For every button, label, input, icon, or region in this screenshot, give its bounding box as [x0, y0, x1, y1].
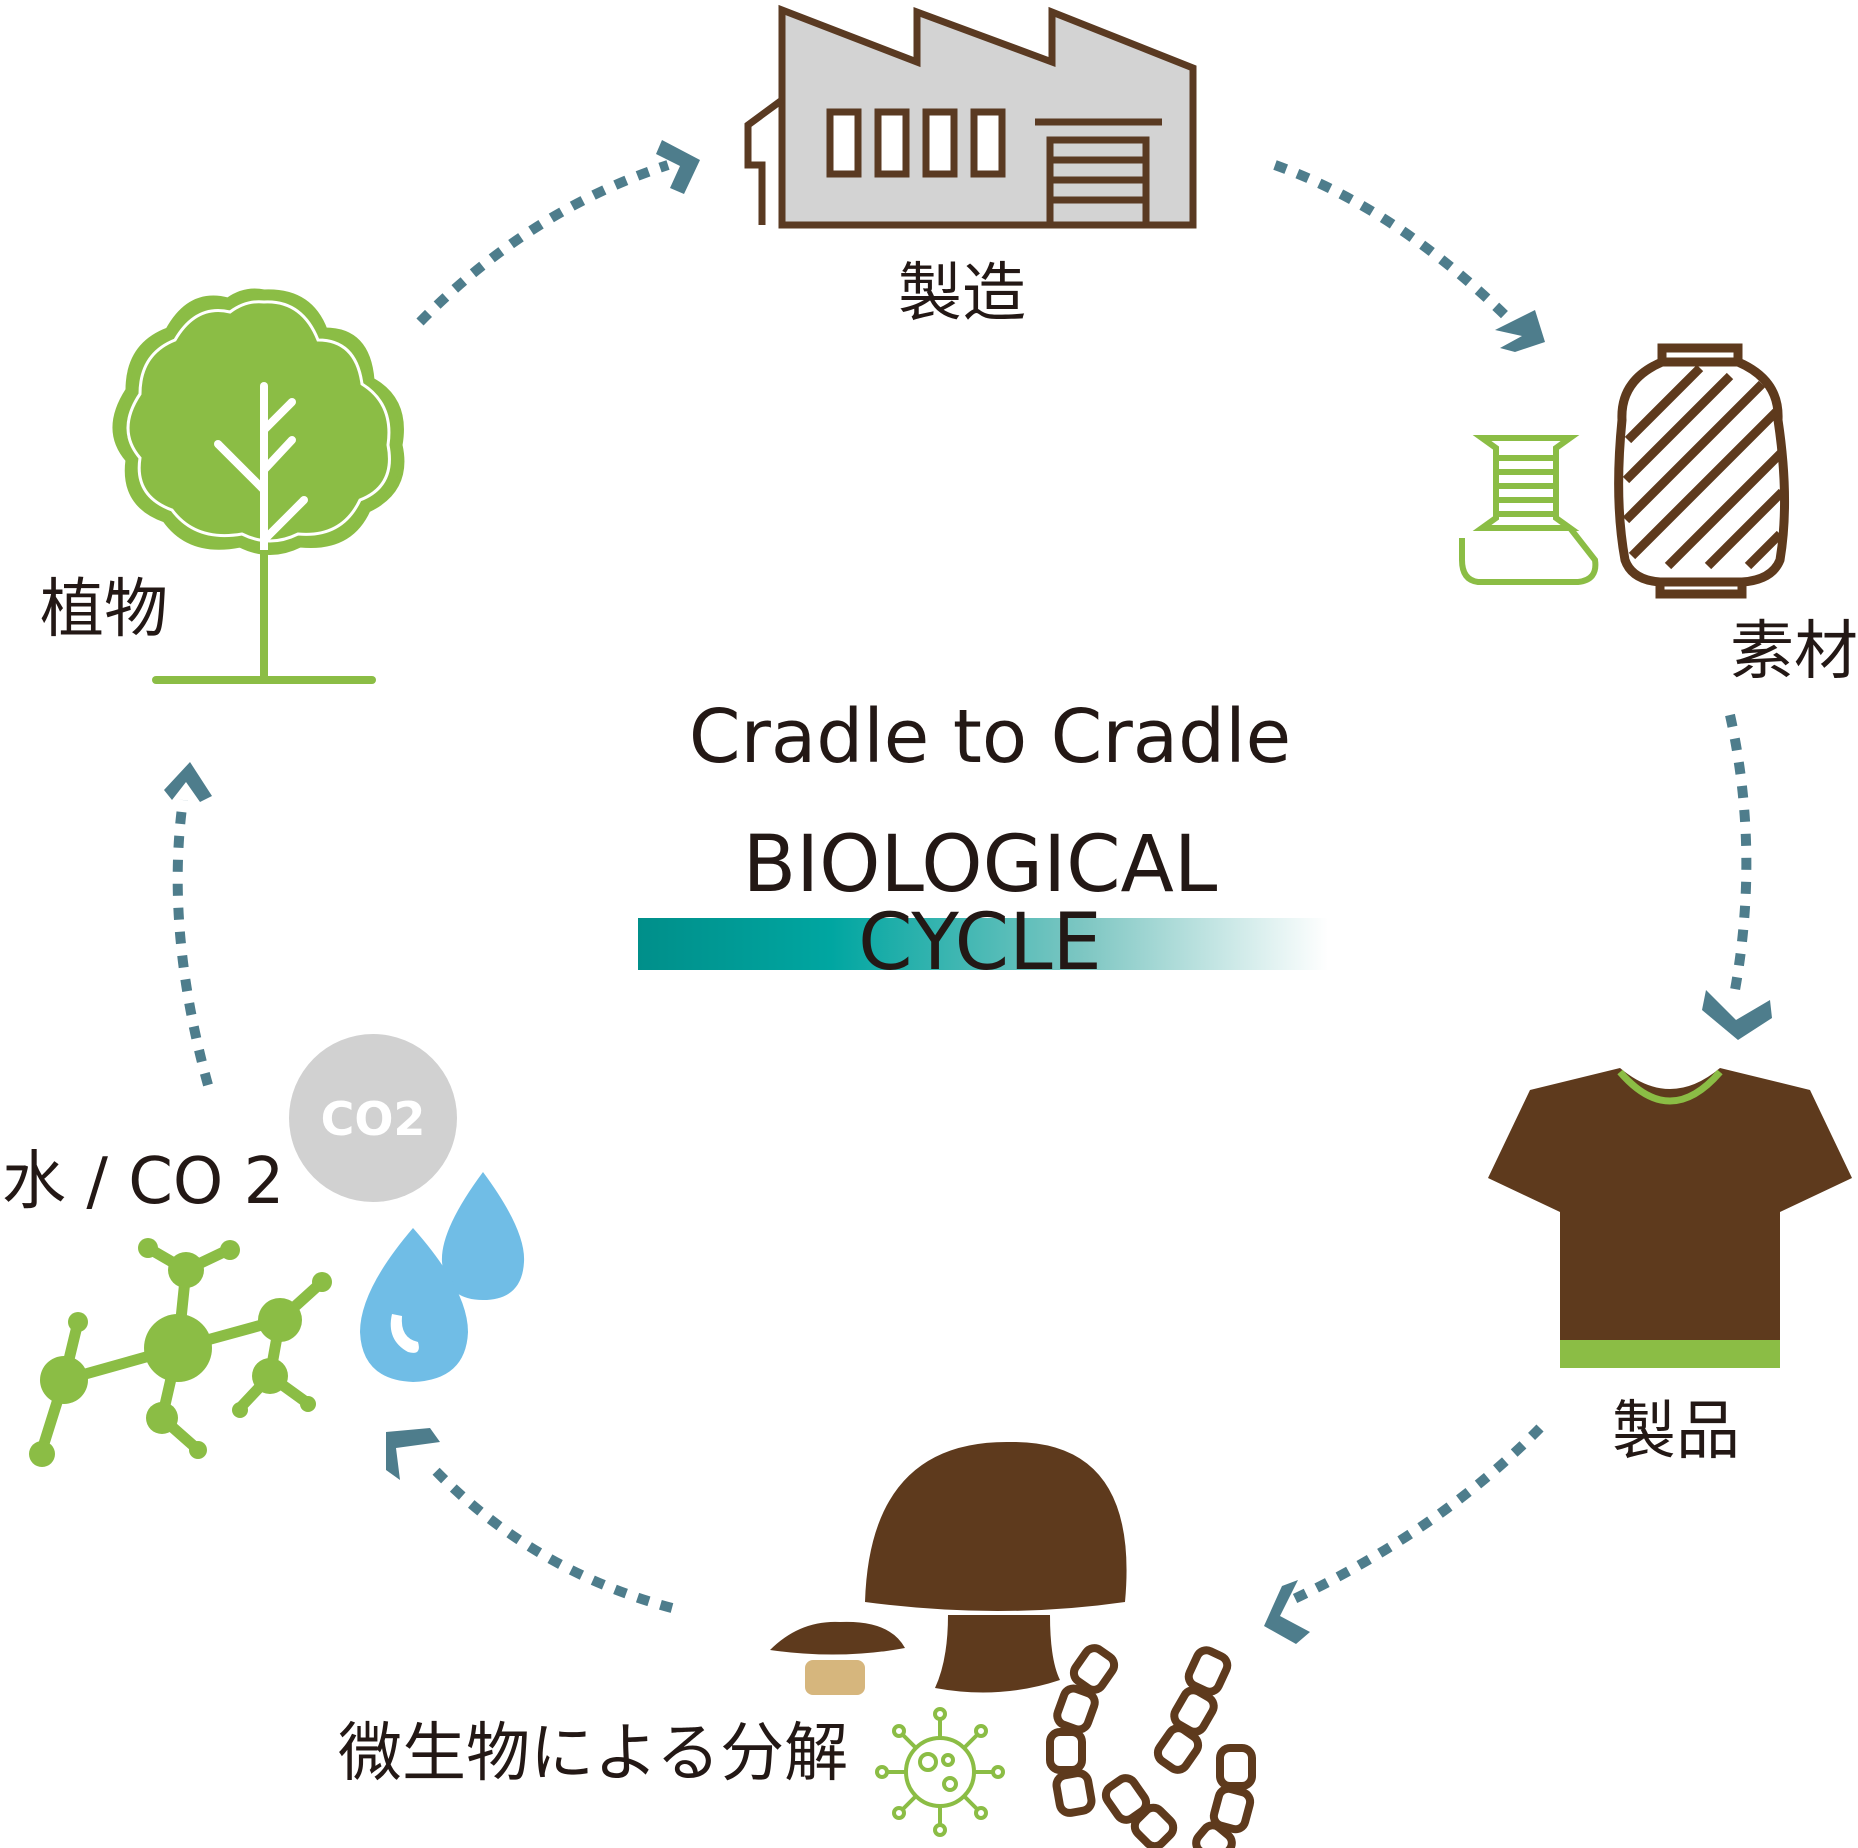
diagram-subtitle: BIOLOGICAL CYCLE	[742, 820, 1218, 988]
arrow-head	[386, 1428, 440, 1480]
arrow-head	[1495, 310, 1545, 352]
t-shirt-icon	[1488, 1068, 1852, 1368]
arrow-manufacturing-to-material	[1273, 160, 1519, 329]
molecule-icon	[29, 1238, 332, 1467]
bacteria-chain-icon	[1046, 1644, 1256, 1848]
arrow-water-to-plant	[172, 799, 213, 1087]
arrow-product-to-decomposition	[1289, 1424, 1544, 1605]
microbe-icon	[875, 1707, 1005, 1837]
factory-icon	[744, 4, 1197, 229]
label-decomposition: 微生物による分解	[338, 1717, 849, 1791]
arrow-head	[656, 140, 700, 194]
arrow-decomposition-to-water	[426, 1461, 674, 1613]
label-material: 素材	[1730, 615, 1858, 689]
co2-badge-text: CO2	[320, 1092, 426, 1146]
water-drops-icon	[360, 1172, 525, 1382]
arrow-head	[1702, 990, 1772, 1040]
co2-circle	[289, 1034, 457, 1202]
label-manufacturing: 製造	[898, 257, 1026, 331]
arrow-material-to-product	[1725, 713, 1752, 991]
cycle-arrows	[172, 160, 1752, 1613]
mushroom-icon	[770, 1441, 1127, 1695]
title-underline-bar	[638, 918, 1328, 970]
thread-spool-green-icon	[1459, 435, 1599, 585]
tree-icon	[112, 288, 405, 684]
arrow-head	[1264, 1580, 1310, 1644]
arrow-head	[164, 762, 212, 802]
label-plant: 植物	[40, 573, 168, 647]
thread-cone-brown-icon	[1614, 343, 1790, 599]
diagram-title: Cradle to Cradle	[688, 694, 1292, 780]
arrow-plant-to-manufacturing	[416, 160, 670, 326]
label-product: 製品	[1612, 1395, 1740, 1469]
arrow-heads	[164, 140, 1772, 1644]
label-water-co2: 水 / CO 2	[2, 1145, 285, 1219]
